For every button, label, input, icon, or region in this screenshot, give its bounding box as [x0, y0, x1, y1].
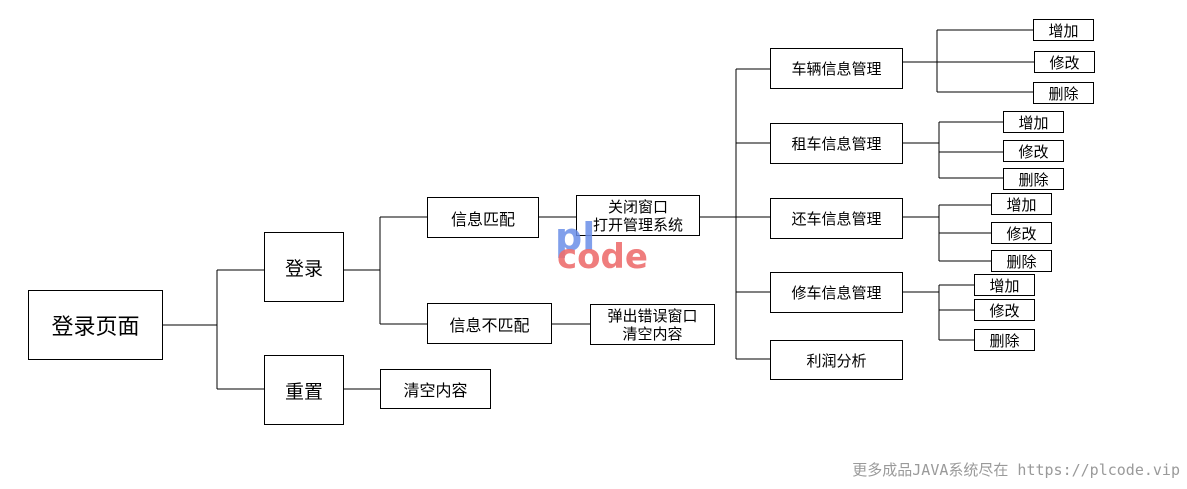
error-window-text: 弹出错误窗口	[607, 306, 698, 325]
vehicle-delete-op: 删除	[1033, 82, 1094, 104]
rental-delete-op: 删除	[1003, 168, 1064, 190]
login-page-node: 登录页面	[28, 290, 163, 360]
login-node: 登录	[264, 232, 344, 302]
footer-credit: 更多成品JAVA系统尽在 https://plcode.vip	[852, 461, 1180, 479]
info-mismatch-node: 信息不匹配	[427, 303, 552, 344]
vehicle-edit-op: 修改	[1034, 51, 1095, 73]
return-add-op: 增加	[991, 193, 1052, 215]
clear-content-text: 清空内容	[622, 324, 683, 343]
return-delete-op: 删除	[991, 250, 1052, 272]
watermark-pl: pl	[555, 215, 596, 259]
repair-edit-op: 修改	[974, 299, 1035, 321]
mismatch-action-node: 弹出错误窗口 清空内容	[590, 304, 715, 345]
return-edit-op: 修改	[991, 222, 1052, 244]
rental-add-op: 增加	[1003, 111, 1064, 133]
rental-info-module: 租车信息管理	[770, 123, 903, 164]
clear-content-node: 清空内容	[380, 369, 491, 409]
repair-delete-op: 删除	[974, 329, 1035, 351]
match-action-node: 关闭窗口 打开管理系统	[576, 195, 700, 236]
return-info-module: 还车信息管理	[770, 198, 903, 239]
close-window-text: 关闭窗口	[607, 197, 668, 216]
reset-node: 重置	[264, 355, 344, 425]
info-match-node: 信息匹配	[427, 197, 539, 238]
repair-add-op: 增加	[974, 274, 1035, 296]
profit-analysis-module: 利润分析	[770, 340, 903, 380]
rental-edit-op: 修改	[1003, 140, 1064, 162]
watermark-code: code	[557, 237, 648, 277]
vehicle-info-module: 车辆信息管理	[770, 48, 903, 89]
vehicle-add-op: 增加	[1033, 19, 1094, 41]
open-system-text: 打开管理系统	[592, 215, 683, 234]
repair-info-module: 修车信息管理	[770, 272, 903, 313]
plcode-watermark: pl code	[552, 218, 662, 278]
